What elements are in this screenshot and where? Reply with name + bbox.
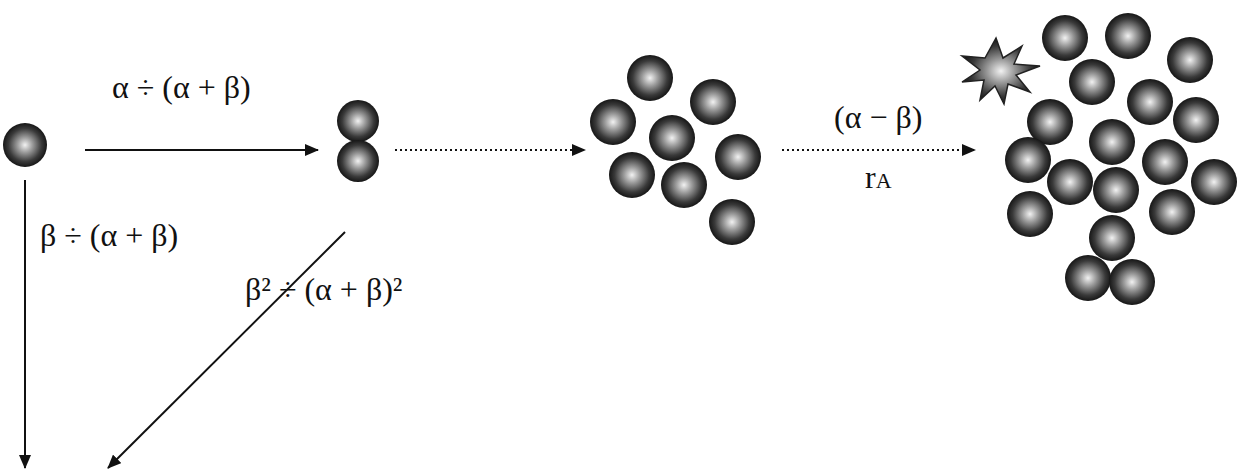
formula-label: β² ÷ (α + β)² <box>245 272 402 307</box>
cell-spheres <box>3 13 1237 305</box>
arrow <box>85 149 318 151</box>
arrow <box>24 180 26 468</box>
formula-label: rA <box>865 160 892 195</box>
starburst <box>962 38 1040 104</box>
formula-label: (α − β) <box>834 100 922 135</box>
dotted-arrow <box>782 149 975 151</box>
dotted-arrow <box>395 149 585 151</box>
arrow <box>108 232 345 468</box>
formula-label: α ÷ (α + β) <box>112 70 251 105</box>
formula-label: β ÷ (α + β) <box>40 218 178 253</box>
